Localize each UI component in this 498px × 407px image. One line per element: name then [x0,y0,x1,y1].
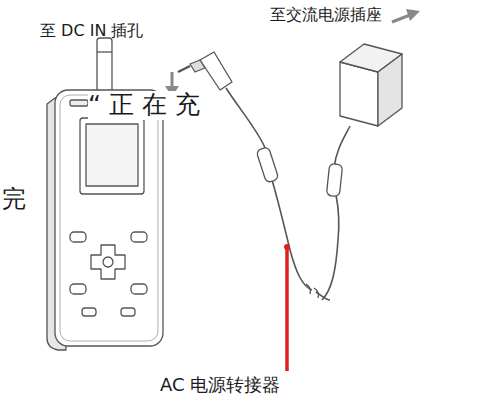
ferrite-core [326,163,342,196]
d-pad [91,245,125,279]
button [131,232,147,242]
text-fragment: “ 正 在 充 [88,91,200,120]
callout-label: 至 DC IN 插孔 [40,22,143,40]
device-body [55,90,163,346]
screen [80,118,144,194]
part-label: AC 电源转接器 [160,375,280,396]
text-fragment: 完 [2,186,26,214]
dc-plug [200,52,232,90]
usb-stick [97,38,112,96]
button [131,284,147,294]
leader-line [285,247,289,371]
ferrite-core [256,147,279,183]
button [70,284,86,294]
callout-label: 至交流电源插座 [270,6,382,24]
ac-adapter [340,44,402,126]
button [70,232,86,242]
plug-arrow [406,9,420,21]
